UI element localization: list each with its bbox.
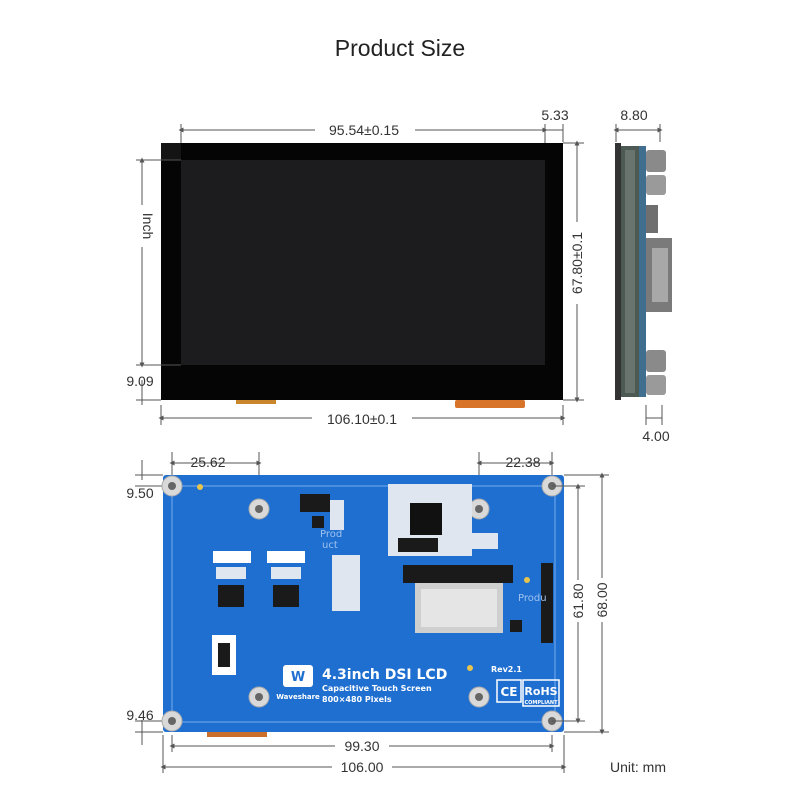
back-total-width-label: 106.00 xyxy=(341,759,384,775)
front-bottom-margin-label: 9.09 xyxy=(126,373,153,389)
back-total-height-label: 68.00 xyxy=(594,582,610,617)
svg-text:COMPLIANT: COMPLIANT xyxy=(524,700,558,706)
front-total-width-label: 106.10±0.1 xyxy=(327,411,397,427)
svg-text:CE: CE xyxy=(500,685,517,699)
watermark-2: Produ xyxy=(518,593,547,604)
back-hole-height-label: 61.80 xyxy=(570,583,586,618)
back-hole-width-label: 99.30 xyxy=(344,738,379,754)
product-res: 800×480 Pixels xyxy=(322,695,392,704)
back-bottom-margin-label: 9.46 xyxy=(126,707,153,723)
brand-label: Waveshare xyxy=(276,693,320,701)
svg-text:RoHS: RoHS xyxy=(524,685,557,698)
side-view: 8.80 4.00 xyxy=(613,107,672,444)
product-sub: Capacitive Touch Screen xyxy=(322,684,432,693)
rohs-mark xyxy=(522,679,560,707)
back-top-margin-label: 9.50 xyxy=(126,485,153,501)
svg-text:W: W xyxy=(291,670,305,685)
back-left-offset-label: 25.62 xyxy=(190,454,225,470)
revision-label: Rev2.1 xyxy=(491,665,522,674)
back-right-offset-label: 22.38 xyxy=(505,454,540,470)
watermark-1: Prod xyxy=(320,529,342,540)
ffc-connector xyxy=(403,565,513,583)
front-size-label: Inch xyxy=(140,213,156,239)
watermark-1b: uct xyxy=(322,540,338,551)
front-view: 95.54±0.15 5.33 Inch 9.09 67.80±0.1 xyxy=(126,107,586,427)
front-width-label: 95.54±0.15 xyxy=(329,122,399,138)
display-area xyxy=(181,160,545,365)
side-thickness-label: 8.80 xyxy=(620,107,647,123)
page-title: Product Size xyxy=(335,35,465,61)
front-bezel-label: 5.33 xyxy=(541,107,568,123)
waveshare-logo xyxy=(283,665,313,687)
ce-mark xyxy=(496,679,522,703)
side-panel-label: 4.00 xyxy=(642,428,669,444)
product-name: 4.3inch DSI LCD xyxy=(322,667,447,683)
unit-label: Unit: mm xyxy=(610,759,666,775)
back-view: 25.62 22.38 9.50 9.46 xyxy=(126,452,610,776)
front-height-label: 67.80±0.1 xyxy=(569,232,585,294)
